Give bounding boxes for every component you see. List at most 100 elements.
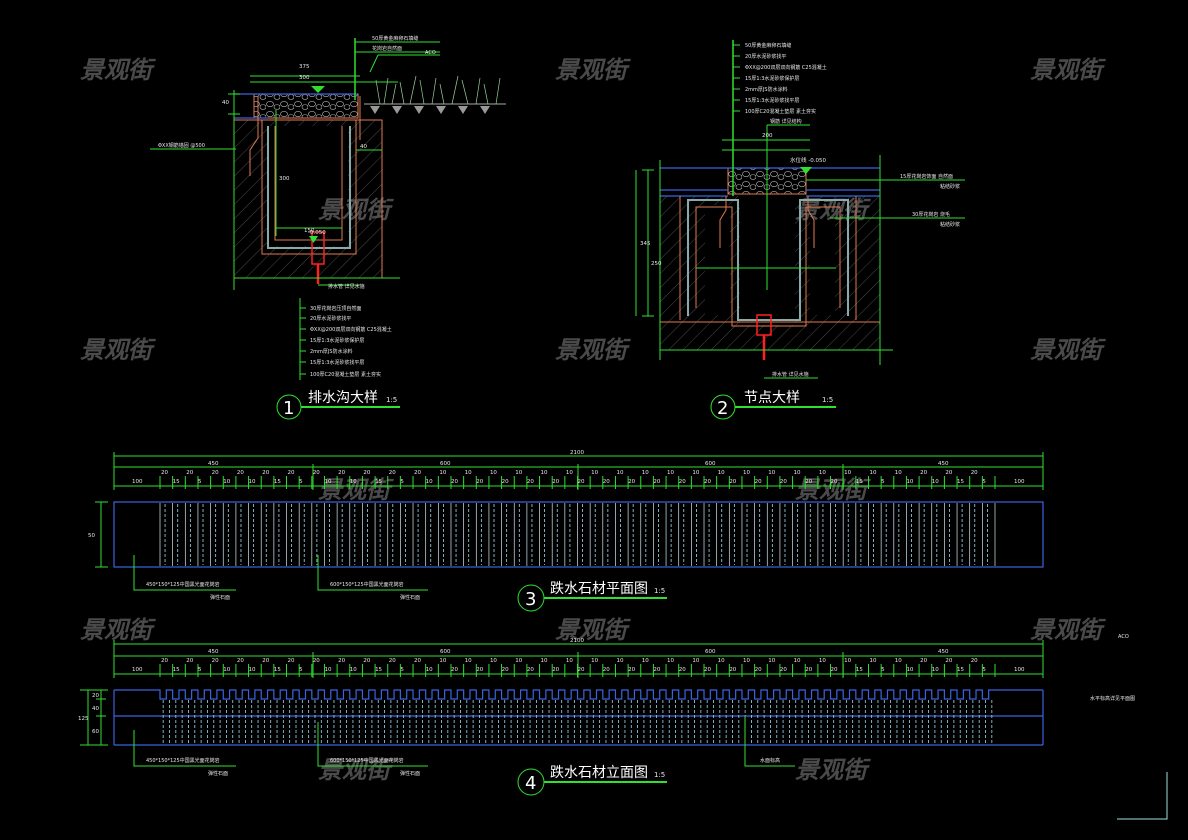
tick-label: 15	[856, 667, 863, 673]
elevation-view-4: 2015205201020102015205201020102015205201…	[78, 634, 1135, 796]
watermark: 景观街	[80, 616, 156, 644]
dim-text: 450	[938, 461, 949, 467]
tick-label: 20	[729, 479, 736, 485]
callout-text: 600*150*125中国黑光面花岗岩	[330, 757, 404, 764]
dimension-lines	[635, 40, 965, 379]
tick-label: 10	[642, 470, 649, 476]
tick-label: 10	[490, 470, 497, 476]
frame-corner	[1117, 772, 1168, 820]
tick-label: 20	[780, 479, 787, 485]
tick-label: 10	[465, 658, 472, 664]
dim-text: 375	[299, 64, 310, 70]
tick-label: 15	[957, 667, 964, 673]
dim-text: 300	[279, 176, 290, 182]
tick-label: 20	[578, 667, 585, 673]
dim-text: 300	[299, 75, 310, 81]
callout-text: 450*150*125中国黑光面花岗岩	[146, 581, 220, 588]
callout-text: 排水管 详见水施	[328, 283, 365, 290]
tick-label: 20	[313, 658, 320, 664]
dim-text: 345	[640, 241, 651, 247]
callout-text: 粘结砂浆	[940, 221, 960, 228]
tick-label: 10	[426, 667, 433, 673]
callout-text: 水面标高	[760, 757, 780, 764]
tick-label: 15	[856, 479, 863, 485]
watermark: 景观街	[555, 336, 631, 364]
tick-label: 5	[198, 479, 202, 485]
concrete-hatch	[234, 120, 382, 278]
tick-label: 15	[274, 479, 281, 485]
tick-label: 20	[805, 479, 812, 485]
tick-label: 10	[566, 658, 573, 664]
tick-label: 10	[642, 658, 649, 664]
dim-text: 50	[88, 533, 95, 539]
tick-label: 20	[527, 479, 534, 485]
tick-label: 15	[173, 479, 180, 485]
tick-label: 20	[653, 479, 660, 485]
tick-label: 10	[566, 470, 573, 476]
soil-triangles	[370, 106, 490, 114]
tick-label: 10	[667, 658, 674, 664]
tick-label: 10	[692, 658, 699, 664]
level-marker	[309, 236, 318, 243]
tick-label: 20	[971, 658, 978, 664]
dim-text: 450	[938, 649, 949, 655]
detail-scale: 1:5	[654, 771, 665, 779]
callout-text: 50厚黄金麻卵石填缝	[372, 35, 418, 42]
side-note: 水平标高详见平面图	[1090, 695, 1135, 702]
tick-label: 20	[262, 470, 269, 476]
watermark: 景观街	[795, 756, 871, 784]
dim-text: 40	[360, 144, 367, 150]
dim-text: 60	[92, 729, 99, 735]
stone-joints	[162, 700, 993, 744]
tick-label: 20	[603, 479, 610, 485]
tick-label: 20	[288, 658, 295, 664]
callout-text: 弹性石面	[400, 594, 420, 601]
tick-label: 10	[869, 470, 876, 476]
tick-label: 20	[212, 470, 219, 476]
plan-view-3: 2015205201020102015205201020102015205201…	[88, 450, 1044, 612]
detail-2-node-section: 50厚黄金麻卵石填缝 20厚水泥砂浆找平 ΦXX@200双层双向钢筋 C25混凝…	[635, 40, 965, 420]
leader-line	[317, 722, 428, 767]
tick-label: 15	[957, 479, 964, 485]
level-marker	[311, 86, 325, 93]
tick-label: 20	[237, 658, 244, 664]
tick-label: 5	[881, 667, 885, 673]
rebar-left	[249, 96, 259, 176]
tick-label: 20	[186, 470, 193, 476]
dimension-lines	[150, 38, 440, 380]
dim-text: 450	[208, 649, 219, 655]
tick-label: 5	[400, 667, 404, 673]
tick-marks: 2015205201020102015205201020102015205201…	[159, 470, 996, 489]
callout-text: ΦXX@200双层双向钢筋 C25混凝土	[745, 64, 827, 71]
watermark: 景观街	[1030, 56, 1106, 84]
tick-label: 10	[794, 470, 801, 476]
gravel-fill	[253, 93, 359, 119]
tick-label: 20	[729, 667, 736, 673]
dim-text: 600	[705, 649, 716, 655]
watermark: 景观街	[555, 616, 631, 644]
tick-label: 10	[906, 479, 913, 485]
callout-text: 50厚黄金麻卵石填缝	[745, 42, 791, 49]
tick-label: 15	[173, 667, 180, 673]
tick-label: 20	[971, 470, 978, 476]
tick-label: 20	[755, 667, 762, 673]
callout-text: 15厚1:3水泥砂浆找平层	[310, 359, 364, 366]
dim-text: 100	[132, 479, 143, 485]
callout-text: 15厚花岗岩饰面 自然面	[900, 173, 953, 180]
detail-scale: 1:5	[386, 396, 397, 404]
tick-label: 10	[350, 667, 357, 673]
dim-text: 250	[651, 261, 662, 267]
tick-label: 20	[552, 667, 559, 673]
watermark: 景观街	[80, 56, 156, 84]
tick-label: 10	[844, 470, 851, 476]
callout-text: 100厚C20混凝土垫层 素土夯实	[745, 108, 816, 115]
leader-line	[133, 555, 236, 591]
tick-label: 10	[869, 658, 876, 664]
tick-label: 10	[490, 658, 497, 664]
tick-label: 20	[679, 479, 686, 485]
tick-label: 10	[768, 470, 775, 476]
detail-title: 跌水石材平面图	[550, 581, 648, 597]
dim-text: -0.050	[308, 230, 326, 236]
callout-text: 30厚花岗岩压顶自然面	[310, 305, 361, 312]
